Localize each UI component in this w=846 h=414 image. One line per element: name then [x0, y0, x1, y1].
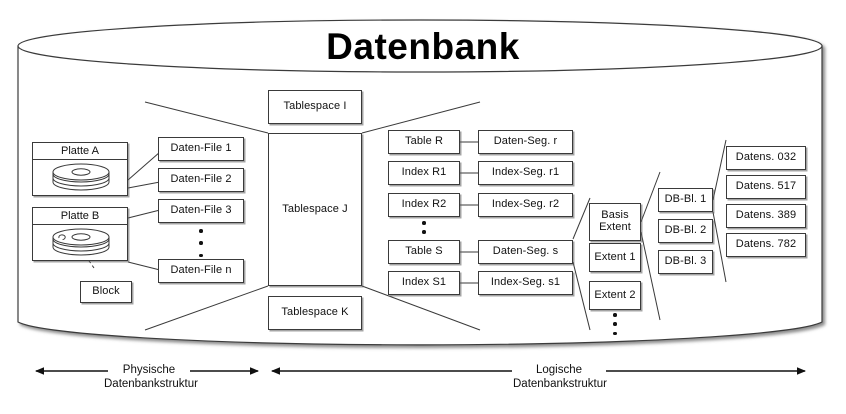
tablespace-box-k[interactable]: Tablespace K: [268, 296, 362, 330]
disk-platter-icon: [33, 225, 127, 261]
object-box-table-s[interactable]: Table S: [388, 240, 460, 264]
vertical-ellipsis-icon: [196, 229, 206, 257]
page-title: Datenbank: [326, 26, 520, 67]
datafile-box[interactable]: Daten-File n: [158, 259, 244, 283]
segment-box-index-seg-r1[interactable]: Index-Seg. r1: [478, 161, 573, 185]
block-box[interactable]: Block: [80, 281, 132, 303]
extent-box-2[interactable]: Extent 2: [589, 281, 641, 310]
segment-box-index-seg-r2[interactable]: Index-Seg. r2: [478, 193, 573, 217]
tablespace-box-j[interactable]: Tablespace J: [268, 133, 362, 286]
axis-label-physical-line1: Physische: [122, 364, 176, 376]
object-box-table-r[interactable]: Table R: [388, 130, 460, 154]
disk-platter-icon: [33, 160, 127, 196]
axis-label-physical-line2: Datenbankstruktur: [104, 378, 198, 391]
axis-label-physical: Physische Datenbankstruktur: [104, 363, 198, 392]
record-box-032[interactable]: Datens. 032: [726, 146, 806, 170]
extent-box-basis[interactable]: Basis Extent: [589, 203, 641, 241]
db-block-box-3[interactable]: DB-Bl. 3: [658, 250, 713, 274]
db-block-box-1[interactable]: DB-Bl. 1: [658, 188, 713, 212]
extent-basis-line2: Extent: [599, 221, 631, 233]
datafile-box[interactable]: Daten-File 2: [158, 168, 244, 192]
axis-label-logical-line1: Logische: [535, 364, 583, 376]
segment-box-index-seg-s1[interactable]: Index-Seg. s1: [478, 271, 573, 295]
axis-label-logical-line2: Datenbankstruktur: [513, 378, 607, 391]
disk-platte-b[interactable]: Platte B: [32, 207, 128, 261]
db-block-box-2[interactable]: DB-Bl. 2: [658, 219, 713, 243]
connector-lines: [61, 101, 727, 331]
datafile-box[interactable]: Daten-File 3: [158, 199, 244, 223]
disk-platte-b-label: Platte B: [33, 208, 127, 225]
object-box-index-r2[interactable]: Index R2: [388, 193, 460, 217]
extent-box-1[interactable]: Extent 1: [589, 243, 641, 272]
record-box-389[interactable]: Datens. 389: [726, 204, 806, 228]
vertical-ellipsis-icon: [610, 313, 620, 335]
record-box-782[interactable]: Datens. 782: [726, 233, 806, 257]
tablespace-box-i[interactable]: Tablespace I: [268, 90, 362, 124]
disk-platte-a[interactable]: Platte A: [32, 142, 128, 196]
axis-label-logical: Logische Datenbankstruktur: [513, 363, 607, 392]
segment-box-daten-seg-r[interactable]: Daten-Seg. r: [478, 130, 573, 154]
disk-platte-a-label: Platte A: [33, 143, 127, 160]
object-box-index-r1[interactable]: Index R1: [388, 161, 460, 185]
datafile-box[interactable]: Daten-File 1: [158, 137, 244, 161]
extent-basis-line1: Basis: [601, 209, 629, 222]
segment-box-daten-seg-s[interactable]: Daten-Seg. s: [478, 240, 573, 264]
record-box-517[interactable]: Datens. 517: [726, 175, 806, 199]
object-box-index-s1[interactable]: Index S1: [388, 271, 460, 295]
